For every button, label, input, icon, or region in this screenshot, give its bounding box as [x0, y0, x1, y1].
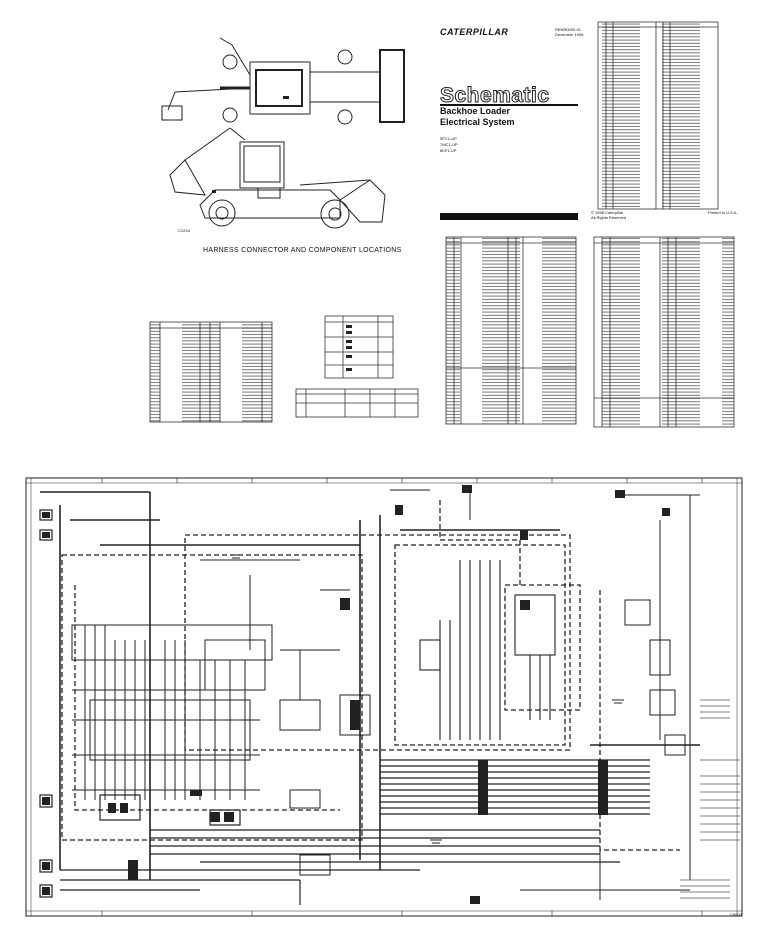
printed-note: Printed in U.S.A.	[708, 210, 738, 215]
schematic-title: Schematic	[440, 84, 550, 108]
rights: All Rights Reserved	[591, 215, 627, 220]
drawing-caption: HARNESS CONNECTOR AND COMPONENT LOCATION…	[203, 247, 402, 254]
brand-logo: CATERPILLAR	[440, 27, 509, 37]
doc-date: December 1998	[555, 32, 584, 37]
copyright: © 1998 Caterpillar	[591, 210, 624, 215]
doc-number: RENR0000-01	[555, 27, 582, 32]
figure-id: C1234	[178, 228, 190, 233]
title-bar	[440, 213, 578, 220]
sheet-id: C0000	[730, 912, 742, 917]
serial-2: 7MC1-UP	[440, 142, 458, 147]
subtitle-line1: Backhoe Loader	[440, 106, 511, 116]
serial-3: 6KF1-UP	[440, 148, 457, 153]
title-rule	[440, 104, 578, 106]
serial-1: 5PC1-UP	[440, 136, 457, 141]
subtitle-line2: Electrical System	[440, 117, 515, 127]
